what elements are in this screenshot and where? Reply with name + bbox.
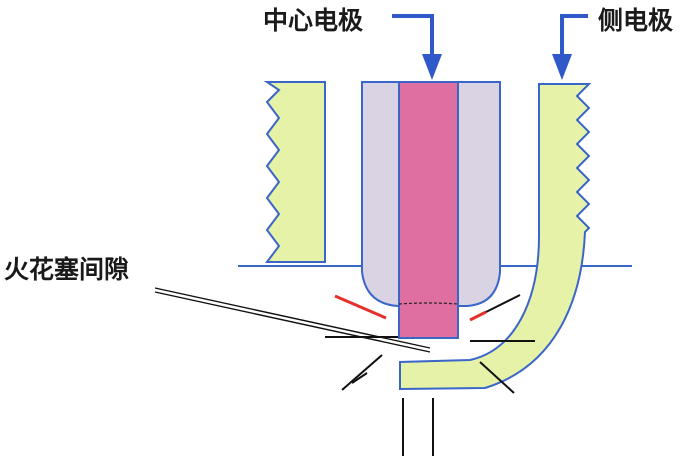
spark-line-red-right xyxy=(469,310,487,322)
center-electrode-arrow xyxy=(392,14,442,80)
spark-line-upper-right xyxy=(485,294,521,313)
spark-line-left-diag-short xyxy=(351,372,368,384)
spark-gap-leader xyxy=(154,287,431,349)
spark-line-right-diag-bottom xyxy=(479,361,515,394)
center-electrode xyxy=(398,81,459,339)
center-electrode-label: 中心电极 xyxy=(263,6,363,35)
spark-gap-leader-2 xyxy=(154,291,431,353)
left-thread xyxy=(263,81,326,263)
spark-line-left-diag-long xyxy=(341,354,383,391)
spark-gap-label: 火花塞间隙 xyxy=(4,255,129,284)
spark-line-red-left xyxy=(334,294,387,320)
side-electrode-label: 侧电极 xyxy=(598,6,673,35)
side-electrode xyxy=(399,83,592,391)
side-electrode-arrow xyxy=(552,14,588,80)
